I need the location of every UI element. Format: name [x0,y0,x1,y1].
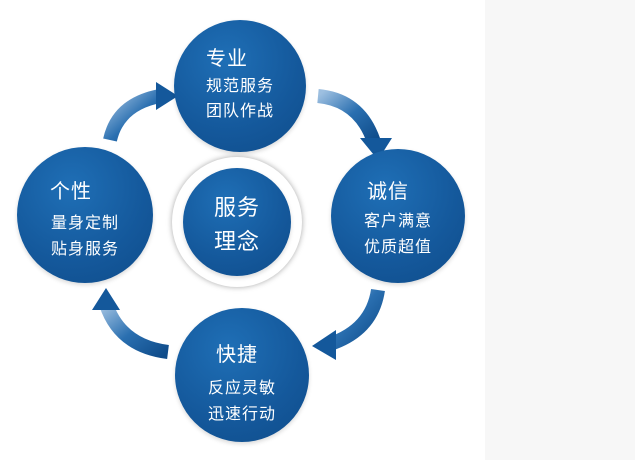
node-line: 量身定制 [50,213,119,232]
node-line: 团队作战 [205,101,274,120]
node-title: 诚信 [367,179,409,203]
background-strip [485,0,635,460]
arrow-left-to-top [103,89,162,142]
arrow-head-left-to-top [156,82,178,110]
node-line: 迅速行动 [207,404,276,423]
center-line: 服务 [213,196,260,221]
arrow-top-to-right [317,89,381,145]
node-title: 专业 [206,46,248,70]
arrow-head-bottom-to-left [92,288,120,310]
arrow-right-to-bottom [327,288,385,351]
node-line: 贴身服务 [50,239,119,258]
arrow-head-right-to-bottom [312,330,336,360]
node-title: 个性 [50,179,92,203]
node-center: 服务 理念 [183,168,291,276]
arrow-bottom-to-left [99,301,170,359]
node-line: 规范服务 [205,76,274,95]
arrow-head-top-to-right [360,138,392,160]
node-line: 优质超值 [363,237,432,256]
center-line: 理念 [213,230,260,255]
node-title: 快捷 [216,342,258,366]
node-personalized: 个性 量身定制 贴身服务 [17,147,153,283]
node-speed: 快捷 反应灵敏 迅速行动 [175,308,309,442]
node-line: 反应灵敏 [207,378,276,397]
node-professional: 专业 规范服务 团队作战 [174,20,306,152]
node-line: 客户满意 [363,211,432,230]
node-integrity: 诚信 客户满意 优质超值 [331,149,465,283]
